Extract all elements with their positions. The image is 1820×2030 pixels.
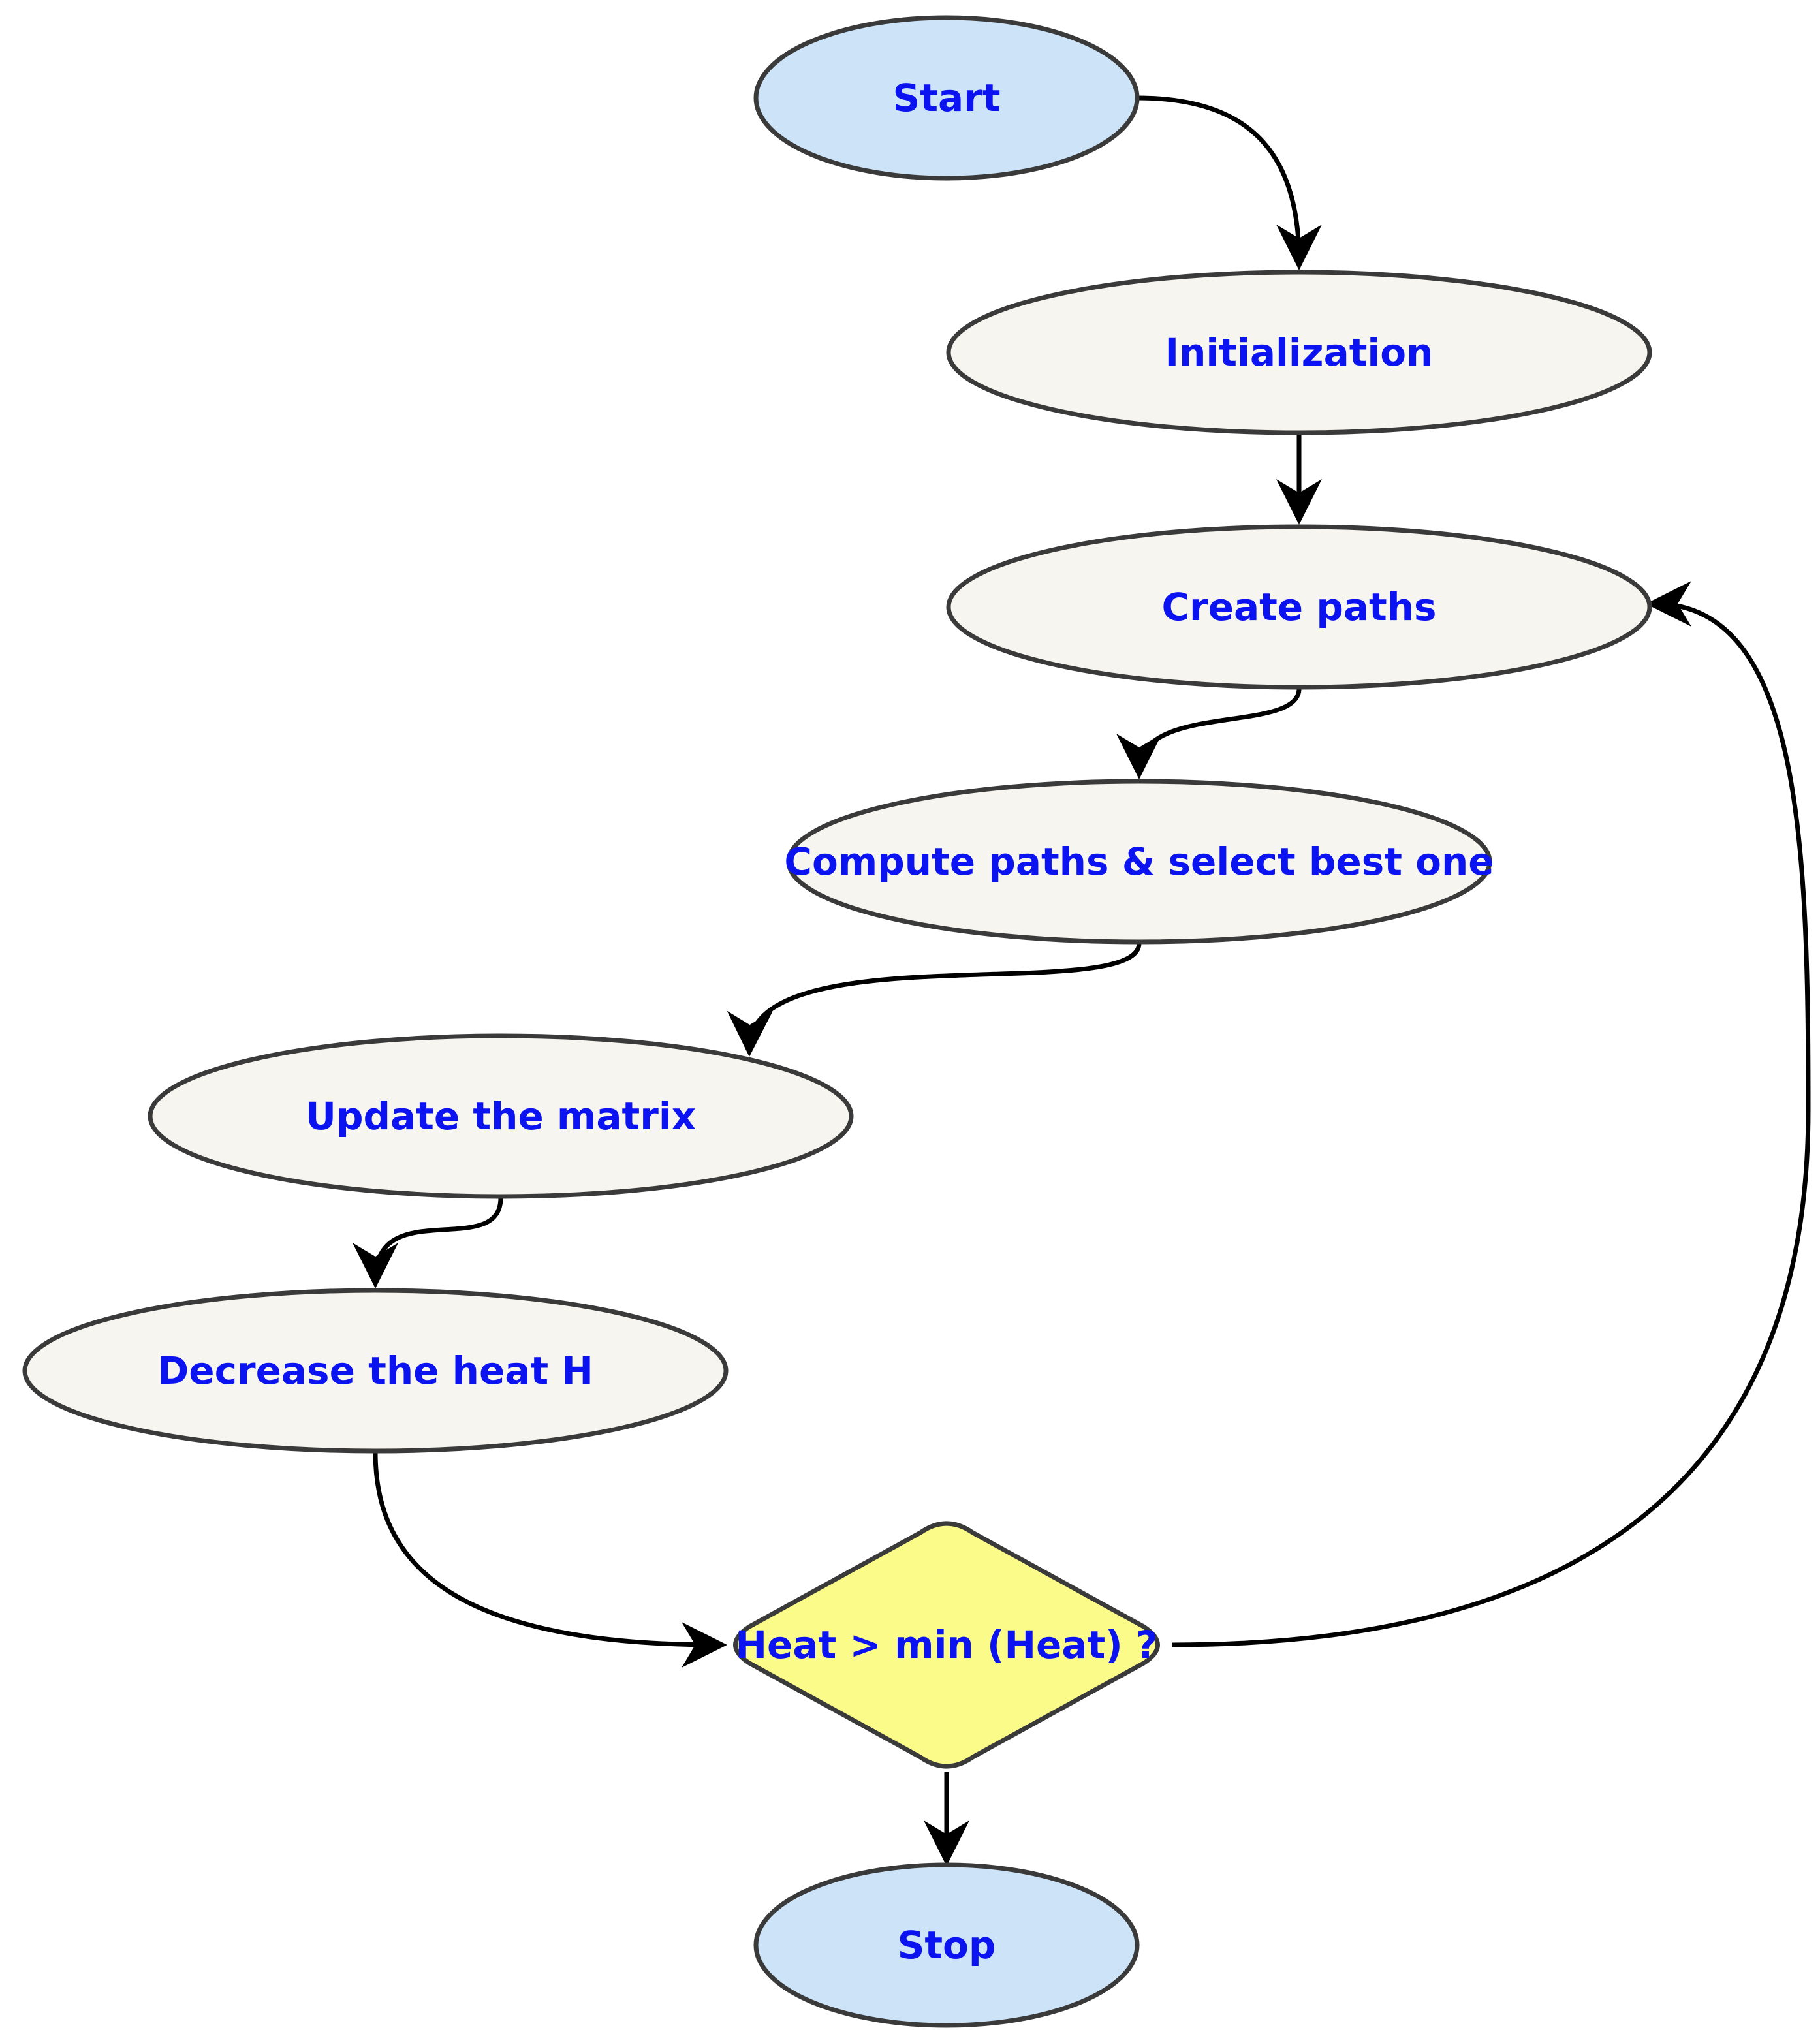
initialization-label: Initialization (1165, 330, 1434, 375)
node-stop: Stop (753, 1862, 1140, 2028)
initialization-shape (946, 270, 1652, 435)
decision-label: Heat > min (Heat) ? (735, 1623, 1157, 1667)
compute-paths-shape (786, 779, 1492, 945)
stop-shape (753, 1862, 1140, 2028)
edge-create-paths-to-compute-paths (1116, 688, 1302, 779)
node-decrease-heat: Decrease the heat H (22, 1288, 729, 1454)
compute-paths-label: Compute paths & select best one (784, 839, 1494, 884)
node-update-matrix: Update the matrix (148, 1033, 854, 1199)
node-start: Start (753, 15, 1140, 181)
edge-update-matrix-to-decrease-heat (353, 1197, 503, 1288)
edge-decision-to-create-paths (1171, 581, 1811, 1647)
edge-compute-paths-to-update-matrix (727, 943, 1142, 1057)
node-decision: Heat > min (Heat) ? (733, 1521, 1160, 1769)
update-matrix-label: Update the matrix (306, 1094, 696, 1138)
node-compute-paths: Compute paths & select best one (784, 779, 1494, 945)
start-shape (753, 15, 1140, 181)
edge-decrease-heat-to-decision (373, 1452, 727, 1668)
edge-start-to-initialization (1137, 95, 1322, 270)
create-paths-shape (946, 524, 1652, 690)
decision-shape (733, 1521, 1160, 1769)
create-paths-label: Create paths (1161, 585, 1436, 629)
decrease-heat-shape (22, 1288, 729, 1454)
start-label: Start (893, 76, 1001, 120)
stop-label: Stop (898, 1923, 996, 1967)
update-matrix-shape (148, 1033, 854, 1199)
decrease-heat-label: Decrease the heat H (157, 1349, 593, 1393)
edges (353, 95, 1811, 1866)
node-create-paths: Create paths (946, 524, 1652, 690)
node-initialization: Initialization (946, 270, 1652, 435)
